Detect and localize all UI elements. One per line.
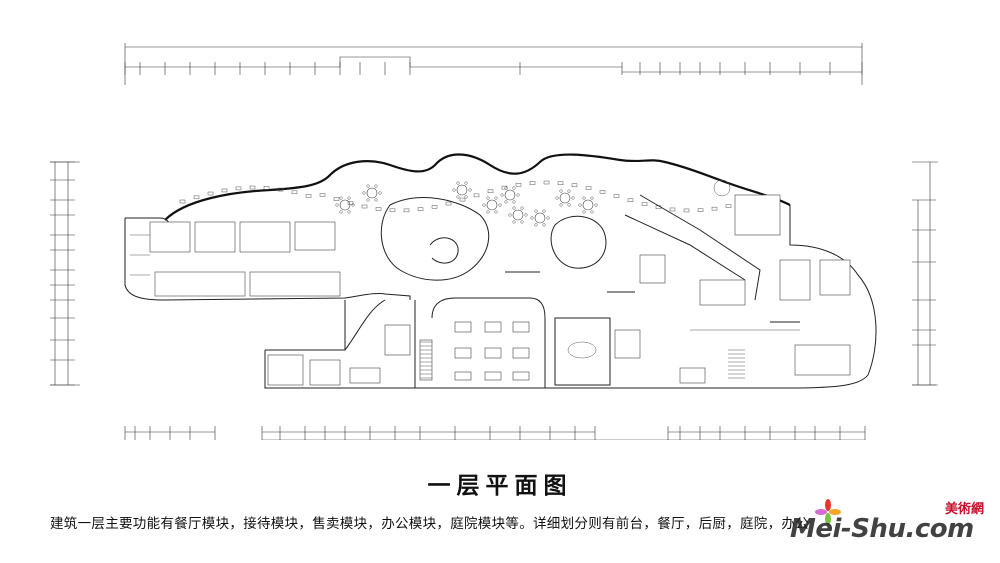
watermark-english-text: Mei-Shu.com xyxy=(790,514,974,544)
watermark-chinese-text: 美術網 xyxy=(944,502,984,517)
plan-description: 建筑一层主要功能有餐厅模块，接待模块，售卖模块，办公模块，庭院模块等。详细划分则… xyxy=(50,516,810,532)
middle-block-rooms xyxy=(419,297,641,388)
bottom-dimension-lines xyxy=(124,426,866,440)
left-wing-rooms xyxy=(130,221,341,297)
watermark-logo-icon xyxy=(815,499,841,525)
left-dimension-lines xyxy=(50,161,80,386)
facade-seating xyxy=(179,180,732,213)
dining-tables xyxy=(335,181,598,227)
building-outline xyxy=(124,153,877,389)
page-title: 一层平面图 xyxy=(427,472,573,499)
counters xyxy=(505,271,800,323)
right-wing-rooms xyxy=(624,179,851,384)
floor-plan-drawing xyxy=(50,43,938,440)
courtyard-gardens xyxy=(380,197,607,281)
right-dimension-lines xyxy=(912,161,938,386)
service-block xyxy=(267,324,411,386)
top-dimension-lines xyxy=(124,43,863,85)
